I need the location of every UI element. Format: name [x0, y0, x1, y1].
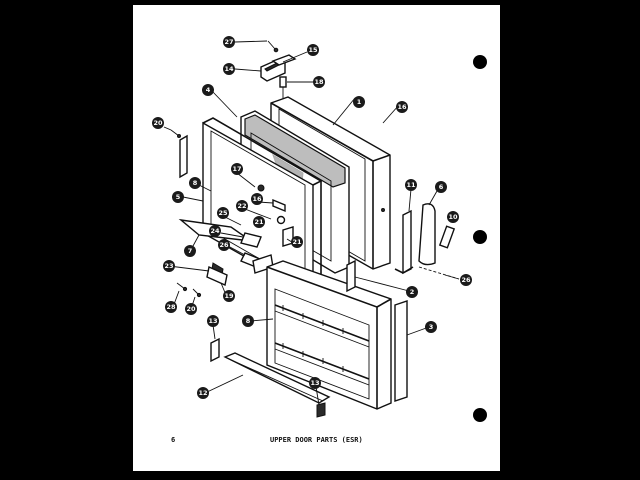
svg-text:4: 4 [206, 86, 211, 94]
svg-text:11: 11 [406, 181, 416, 189]
callout: 13 [309, 377, 321, 389]
svg-text:26: 26 [461, 276, 471, 284]
svg-text:20: 20 [186, 305, 196, 313]
svg-text:20: 20 [153, 119, 163, 127]
callout: 16 [396, 101, 408, 113]
callout: 2 [406, 286, 418, 298]
callout: 27 [223, 36, 235, 48]
callout: 19 [223, 290, 235, 302]
callout: 24 [209, 225, 221, 237]
latch-hardware [176, 184, 294, 298]
bottom-hinge-right [316, 402, 326, 418]
callout: 13 [207, 315, 219, 327]
left-trim-piece [179, 134, 188, 179]
callout: 4 [202, 84, 214, 96]
svg-text:24: 24 [210, 227, 220, 235]
callout: 1 [353, 96, 365, 108]
callout: 23 [163, 260, 175, 272]
callout: 16 [251, 193, 263, 205]
svg-text:8: 8 [246, 317, 251, 325]
callout: 22 [236, 200, 248, 212]
callout: 8 [189, 177, 201, 189]
binder-hole-middle [473, 230, 487, 244]
svg-text:15: 15 [308, 46, 318, 54]
exploded-parts-diagram: 27 15 14 18 4 1 16 20 17 8 5 16 22 25 21… [152, 36, 487, 444]
svg-text:12: 12 [198, 389, 207, 397]
top-hinge-assembly [260, 40, 297, 101]
svg-text:26: 26 [219, 241, 229, 249]
part-callouts: 27 15 14 18 4 1 16 20 17 8 5 16 22 25 21… [152, 36, 472, 399]
svg-text:27: 27 [224, 38, 233, 46]
callout: 5 [172, 191, 184, 203]
svg-text:8: 8 [193, 179, 198, 187]
binder-hole-bottom [473, 408, 487, 422]
kick-plate [223, 352, 331, 404]
door-handle-parts [394, 203, 460, 280]
callout: 8 [242, 315, 254, 327]
callout: 11 [405, 179, 417, 191]
callout: 26 [460, 274, 472, 286]
callout: 7 [184, 245, 196, 257]
callout: 3 [425, 321, 437, 333]
svg-text:17: 17 [232, 165, 241, 173]
callout: 28 [165, 301, 177, 313]
callout: 18 [313, 76, 325, 88]
svg-text:22: 22 [237, 202, 246, 210]
svg-text:10: 10 [448, 213, 458, 221]
svg-text:13: 13 [208, 317, 217, 325]
svg-text:14: 14 [224, 65, 234, 73]
binder-hole-top [473, 55, 487, 69]
svg-text:16: 16 [252, 195, 262, 203]
svg-text:2: 2 [410, 288, 415, 296]
svg-text:19: 19 [224, 292, 234, 300]
svg-text:16: 16 [397, 103, 407, 111]
callout: 6 [435, 181, 447, 193]
door-liner-with-shelves [266, 260, 392, 410]
svg-text:18: 18 [314, 78, 324, 86]
callout: 26 [218, 239, 230, 251]
callout: 14 [223, 63, 235, 75]
callout: 25 [217, 207, 229, 219]
leader-lines [163, 40, 460, 406]
callout: 20 [152, 117, 164, 129]
diagram-sheet: 27 15 14 18 4 1 16 20 17 8 5 16 22 25 21… [133, 5, 500, 471]
svg-text:3: 3 [429, 323, 434, 331]
svg-text:21: 21 [254, 218, 264, 226]
callout: 21 [291, 236, 303, 248]
side-trim [394, 300, 408, 402]
bottom-hinge-left [210, 337, 220, 363]
svg-text:21: 21 [292, 238, 302, 246]
callout: 15 [307, 44, 319, 56]
callout: 12 [197, 387, 209, 399]
svg-text:25: 25 [218, 209, 228, 217]
page-number: 6 [171, 436, 175, 444]
svg-text:5: 5 [176, 193, 181, 201]
svg-text:28: 28 [166, 303, 176, 311]
svg-text:7: 7 [188, 247, 193, 255]
svg-text:1: 1 [357, 98, 362, 106]
callout: 17 [231, 163, 243, 175]
diagram-title: UPPER DOOR PARTS (ESR) [270, 436, 363, 444]
callout: 20 [185, 303, 197, 315]
callout: 21 [253, 216, 265, 228]
connecting-strip [346, 259, 356, 293]
svg-text:23: 23 [164, 262, 173, 270]
svg-text:6: 6 [439, 183, 444, 191]
callout: 10 [447, 211, 459, 223]
svg-text:13: 13 [310, 379, 319, 387]
